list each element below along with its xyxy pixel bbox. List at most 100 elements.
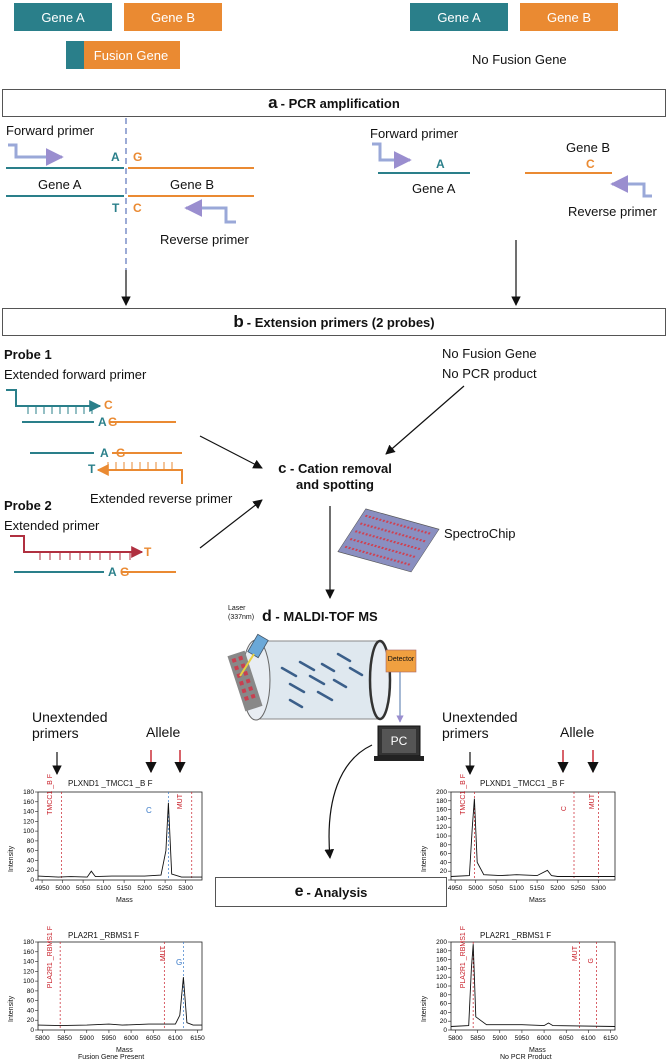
x-tick-label: 5000 (55, 885, 70, 892)
arrow-probe1-to-c (199, 435, 263, 469)
x-tick-label: 5150 (530, 885, 545, 892)
right-plot1-marker2: C (561, 806, 568, 812)
spectrum-line (37, 977, 202, 1027)
right-gene-b-box: Gene B (520, 3, 618, 31)
fusion-gene-label: Fusion Gene (93, 47, 169, 63)
x-tick-label: 6000 (537, 1035, 552, 1042)
left-top-g: G (133, 150, 143, 164)
right-forward-primer-arrow (372, 142, 412, 169)
y-tick-label: 20 (27, 1017, 35, 1024)
y-tick-label: 140 (436, 965, 447, 972)
right-unextended: Unextended (442, 709, 518, 725)
x-tick-label: 5950 (515, 1035, 530, 1042)
left-gene-a-text: Gene A (38, 177, 82, 192)
y-tick-label: 160 (23, 949, 34, 956)
x-tick-label: 5250 (571, 885, 586, 892)
y-tick-label: 100 (436, 833, 447, 840)
right-plot2-marker1: PLA2R1 _RBMS1 F (460, 926, 467, 989)
extended-primer-label: Extended primer (4, 518, 100, 533)
x-tick-label: 4950 (448, 885, 463, 892)
left-forward-primer-arrow (8, 143, 64, 166)
left-bottom-t: T (112, 201, 120, 215)
probe2-t: T (144, 545, 152, 559)
probe1-forward-extension-arrow (6, 389, 102, 412)
left-plot2-xlabel: Mass (116, 1047, 133, 1054)
spectrum-line (37, 802, 202, 878)
step-d-letter: d (262, 608, 272, 625)
probe1-forward-teeth (27, 406, 93, 414)
step-c-line2: and spotting (296, 477, 374, 492)
x-tick-label: 5050 (489, 885, 504, 892)
x-tick-label: 6100 (581, 1035, 596, 1042)
x-tick-label: 5050 (76, 885, 91, 892)
y-tick-label: 40 (27, 1007, 35, 1014)
arrow-probe2-to-c (199, 499, 263, 549)
y-tick-label: 140 (23, 959, 34, 966)
x-tick-label: 5300 (591, 885, 606, 892)
left-plot2-peak-label: G (176, 958, 183, 967)
left-reverse-primer-label: Reverse primer (160, 232, 249, 247)
probe1-rev-a: A (100, 446, 109, 460)
right-plot2-xlabel: Mass (529, 1047, 546, 1054)
right-caption: No PCR Product (500, 1054, 552, 1061)
y-tick-label: 100 (23, 828, 34, 835)
right-plot1-marker1: TMCC1 _B F (460, 774, 467, 815)
right-gene-a-label: Gene A (437, 9, 481, 25)
step-d-label: d - MALDI-TOF MS (262, 608, 378, 626)
right-primers: primers (442, 725, 489, 741)
right-plot2-ylabel: Intensity (421, 995, 428, 1022)
probe2-teeth (39, 552, 131, 560)
arrow-pc-to-analysis (324, 744, 373, 859)
y-tick-label: 40 (27, 857, 35, 864)
y-tick-label: 0 (443, 1027, 447, 1034)
left-gene-b-label: Gene B (150, 9, 196, 25)
y-tick-label: 120 (23, 818, 34, 825)
y-tick-label: 80 (27, 838, 35, 845)
probe1-label: Probe 1 (4, 347, 52, 362)
arrow-no-product-to-c (385, 385, 465, 455)
y-tick-label: 100 (436, 983, 447, 990)
left-plot2-marker1: PLA2R1 _RBMS1 F (47, 926, 54, 989)
laser-label: Laser (337nm) (228, 604, 254, 622)
y-tick-label: 120 (436, 974, 447, 981)
left-gene-a-box: Gene A (14, 3, 112, 31)
x-tick-label: 6050 (146, 1035, 161, 1042)
step-b-letter: b (233, 312, 244, 331)
probe1-reverse-teeth (107, 462, 173, 470)
extended-forward-primer-label: Extended forward primer (4, 367, 147, 382)
y-tick-label: 0 (30, 877, 34, 884)
probe1-c: C (104, 398, 113, 412)
probe1-g: G (108, 415, 118, 429)
left-plot1-marker1: TMCC1 _B F (47, 774, 54, 815)
right-gene-a-text: Gene A (412, 181, 456, 196)
left-plot2-marker2: MUT (160, 946, 167, 962)
x-tick-label: 5800 (35, 1035, 50, 1042)
step-c-line1: - Cation removal (286, 461, 392, 476)
x-tick-label: 5950 (102, 1035, 117, 1042)
pc-monitor-graphic (374, 725, 424, 761)
y-tick-label: 40 (440, 859, 448, 866)
y-tick-label: 20 (27, 867, 35, 874)
right-unextended-primers: Unextended primers (442, 709, 518, 741)
right-plot1-marker3: MUT (589, 794, 596, 810)
x-tick-label: 5100 (96, 885, 111, 892)
x-tick-label: 5100 (509, 885, 524, 892)
step-c-letter: c (278, 460, 287, 477)
right-reverse-primer-arrow (610, 175, 652, 198)
step-e-box: e - Analysis (215, 877, 447, 907)
left-plot1-xlabel: Mass (116, 897, 133, 904)
left-forward-primer-label: Forward primer (6, 123, 95, 138)
right-plot2-marker3: G (588, 958, 595, 964)
left-unextended-primers: Unextended primers (32, 709, 108, 741)
probe2-label: Probe 2 (4, 498, 52, 513)
step-c-label: c - Cation removal and spotting (270, 460, 400, 492)
x-tick-label: 5300 (178, 885, 193, 892)
x-tick-label: 6150 (603, 1035, 618, 1042)
right-allele: Allele (560, 724, 595, 740)
extended-reverse-primer-label: Extended reverse primer (90, 491, 233, 506)
right-forward-primer-label: Forward primer (370, 126, 459, 141)
y-tick-label: 60 (27, 848, 35, 855)
spectrum-line (450, 798, 615, 877)
x-tick-label: 5200 (137, 885, 152, 892)
